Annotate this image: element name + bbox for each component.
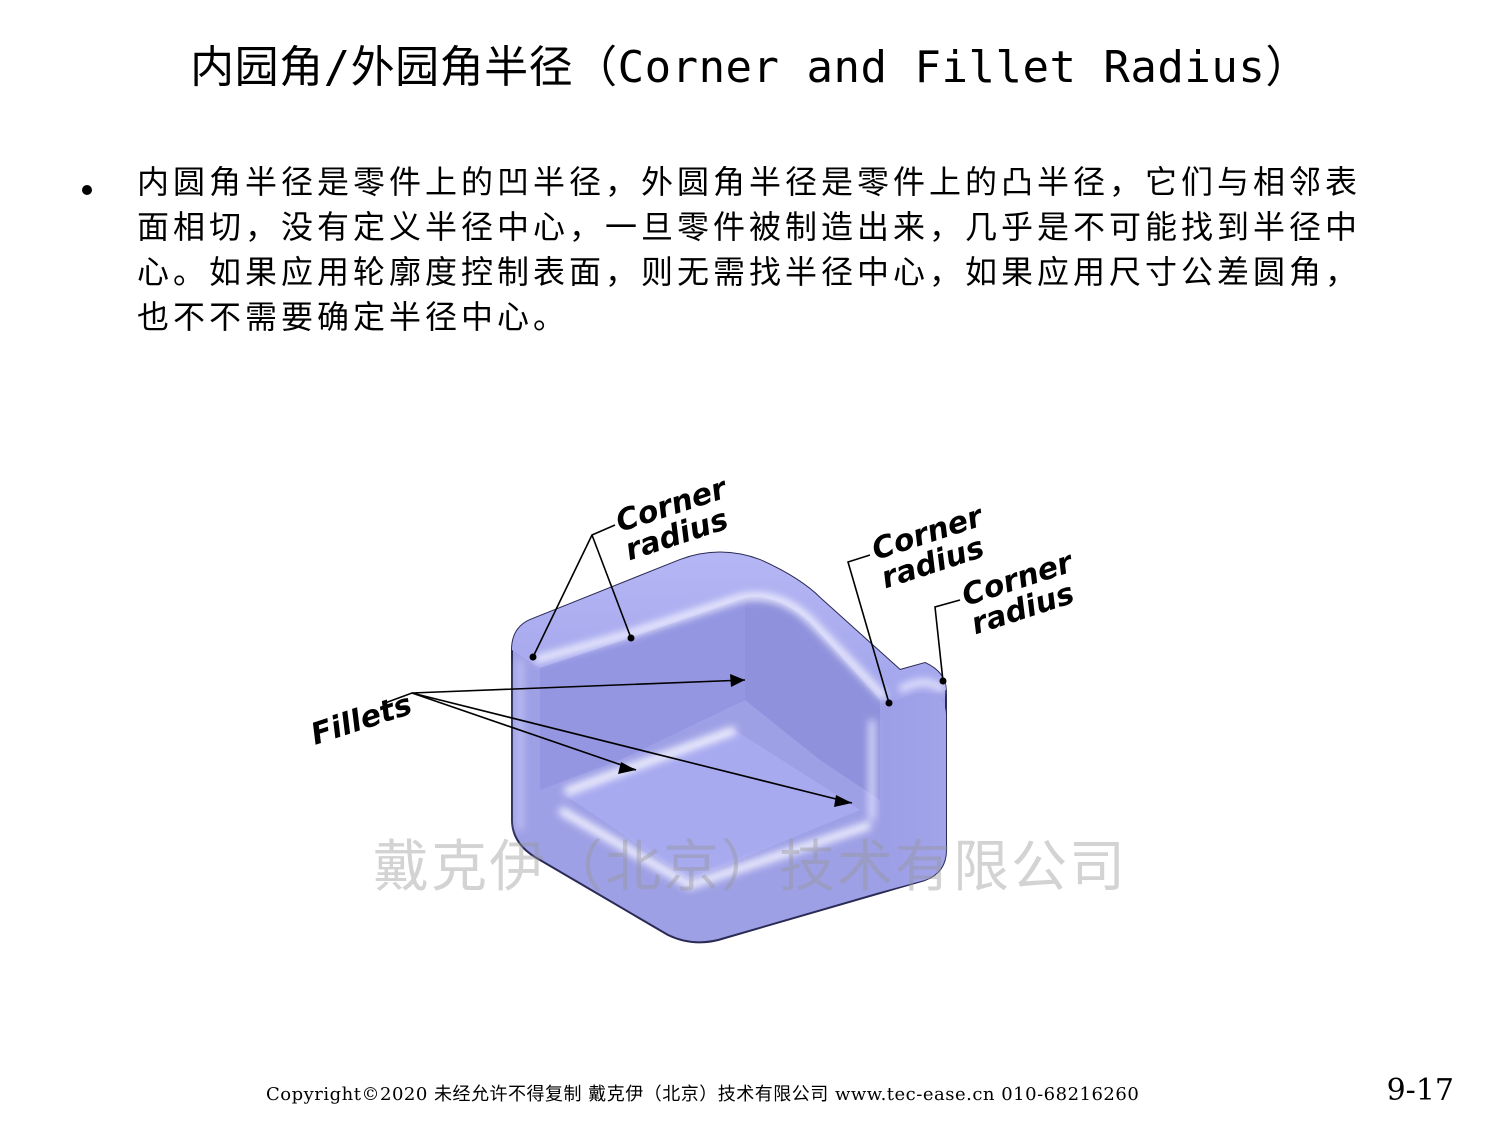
slide-title: 内园角/外园角半径（Corner and Fillet Radius）	[190, 42, 1310, 93]
leader-lines	[384, 524, 961, 804]
watermark: 戴克伊（北京）技术有限公司	[373, 835, 1127, 900]
leader-markers	[529, 634, 947, 807]
footer-copyright: Copyright©2020 未经允许不得复制 戴克伊（北京）技术有限公司 ww…	[266, 1084, 1140, 1105]
fillets-label: Fillets	[307, 687, 417, 752]
right-block-face	[880, 692, 946, 892]
fillet-highlights	[517, 592, 946, 890]
page-number: 9-17	[1386, 1073, 1454, 1108]
body-line-3: 心。如果应用轮廓度控制表面，则无需找半径中心，如果应用尺寸公差圆角，	[137, 253, 1362, 291]
bullet-point	[82, 185, 92, 195]
back-wall-right	[745, 597, 880, 800]
body-line-2: 面相切，没有定义半径中心，一旦零件被制造出来，几乎是不可能找到半径中	[137, 208, 1362, 246]
top-rim-surface	[512, 552, 946, 700]
body-paragraph: 内圆角半径是零件上的凹半径，外圆角半径是零件上的凸半径，它们与相邻表 面相切，没…	[137, 160, 1427, 340]
body-line-1: 内圆角半径是零件上的凹半径，外圆角半径是零件上的凸半径，它们与相邻表	[137, 163, 1362, 201]
body-line-4: 也不不需要确定半径中心。	[137, 298, 570, 336]
back-wall-left	[540, 598, 745, 790]
